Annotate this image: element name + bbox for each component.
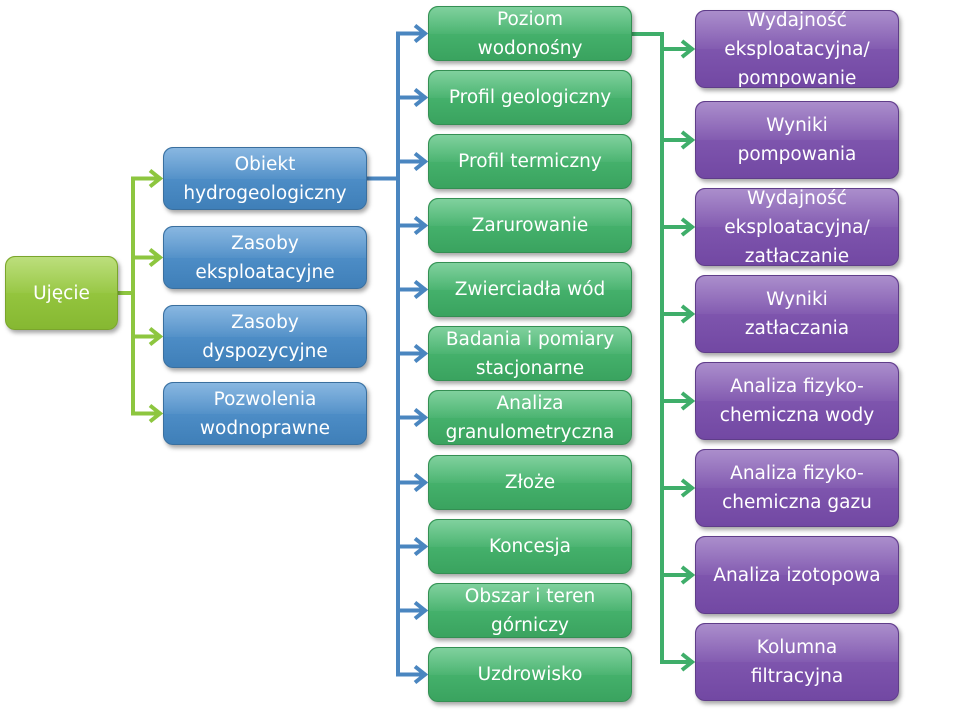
node-zloze[interactable]: Złoże: [428, 455, 632, 510]
arrowhead-icon: [413, 279, 429, 300]
arrowhead-icon: [413, 343, 429, 364]
arrowhead-icon: [680, 391, 696, 411]
node-label: Analiza izotopowa: [713, 564, 881, 586]
arrowhead-icon: [148, 403, 164, 424]
arrowhead-icon: [148, 326, 164, 347]
arrowhead-icon: [680, 217, 696, 237]
node-badania-i-pomiary[interactable]: Badania i pomiary stacjonarne: [428, 326, 632, 381]
arrowhead-icon: [148, 247, 164, 268]
node-poziom-wodonosny[interactable]: Poziom wodonośny: [428, 6, 632, 61]
node-analiza-fizyko-chemiczna-gazu[interactable]: Analiza fizyko- chemiczna gazu: [695, 449, 899, 527]
root-node-label: Ujęcie: [33, 282, 90, 304]
root-node-ujecie[interactable]: Ujęcie: [5, 256, 118, 330]
node-zwierciadla-wod[interactable]: Zwierciadła wód: [428, 262, 632, 317]
arrowhead-icon: [413, 23, 429, 44]
node-label: Wydajność eksploatacyjna/ pompowanie: [724, 10, 870, 88]
node-label: Analiza fizyko- chemiczna gazu: [722, 463, 872, 513]
node-uzdrowisko[interactable]: Uzdrowisko: [428, 647, 632, 702]
node-label: Poziom wodonośny: [477, 8, 583, 59]
node-pozwolenia-wodnoprawne[interactable]: Pozwolenia wodnoprawne: [163, 382, 367, 445]
arrowhead-icon: [413, 536, 429, 557]
node-label: Złoże: [504, 472, 556, 493]
node-label: Zarurowanie: [471, 215, 589, 236]
node-label: Kolumna filtracyjna: [750, 637, 844, 687]
node-analiza-fizyko-chemiczna-wody[interactable]: Analiza fizyko- chemiczna wody: [695, 362, 899, 440]
arrowhead-icon: [148, 168, 164, 189]
node-label: Pozwolenia wodnoprawne: [199, 388, 331, 439]
node-zasoby-eksploatacyjne[interactable]: Zasoby eksploatacyjne: [163, 226, 367, 289]
node-label: Wydajność eksploatacyjna/ zatłaczanie: [724, 188, 870, 266]
node-label: Analiza fizyko- chemiczna wody: [719, 376, 875, 426]
arrowhead-icon: [413, 151, 429, 172]
arrowhead-icon: [413, 472, 429, 493]
node-analiza-granulometryczna[interactable]: Analiza granulometryczna: [428, 390, 632, 445]
node-label: Zwierciadła wód: [454, 279, 606, 300]
node-kolumna-filtracyjna[interactable]: Kolumna filtracyjna: [695, 623, 899, 701]
node-wyniki-zatlaczania[interactable]: Wyniki zatłaczania: [695, 275, 899, 353]
arrowhead-icon: [413, 407, 429, 428]
node-obszar-i-teren-gorniczy[interactable]: Obszar i teren górniczy: [428, 583, 632, 638]
node-wydajnosc-zatlaczanie[interactable]: Wydajność eksploatacyjna/ zatłaczanie: [695, 188, 899, 266]
arrowhead-icon: [680, 478, 696, 498]
node-label: Zasoby eksploatacyjne: [195, 232, 335, 283]
arrowhead-icon: [680, 130, 696, 150]
arrowhead-icon: [413, 215, 429, 236]
node-profil-termiczny[interactable]: Profil termiczny: [428, 134, 632, 189]
arrowhead-icon: [413, 600, 429, 621]
node-zarurowanie[interactable]: Zarurowanie: [428, 198, 632, 253]
node-koncesja[interactable]: Koncesja: [428, 519, 632, 574]
node-wydajnosc-pompowanie[interactable]: Wydajność eksploatacyjna/ pompowanie: [695, 10, 899, 88]
arrowhead-icon: [413, 87, 429, 108]
node-label: Profil geologiczny: [448, 87, 612, 108]
node-zasoby-dyspozycyjne[interactable]: Zasoby dyspozycyjne: [163, 305, 367, 368]
node-label: Wyniki pompowania: [737, 115, 857, 165]
node-profil-geologiczny[interactable]: Profil geologiczny: [428, 70, 632, 125]
arrowhead-icon: [680, 39, 696, 59]
arrowhead-icon: [680, 565, 696, 585]
node-obiekt-hydrogeologiczny[interactable]: Obiekt hydrogeologiczny: [163, 147, 367, 210]
node-label: Uzdrowisko: [477, 664, 583, 685]
arrowhead-icon: [680, 652, 696, 672]
node-label: Obiekt hydrogeologiczny: [183, 153, 347, 204]
node-label: Obszar i teren górniczy: [464, 585, 596, 636]
node-label: Koncesja: [489, 536, 571, 557]
node-wyniki-pompowania[interactable]: Wyniki pompowania: [695, 101, 899, 179]
node-analiza-izotopowa[interactable]: Analiza izotopowa: [695, 536, 899, 614]
node-label: Badania i pomiary stacjonarne: [445, 328, 615, 379]
node-label: Wyniki zatłaczania: [744, 289, 850, 339]
arrowhead-icon: [413, 664, 429, 685]
node-label: Profil termiczny: [458, 151, 602, 172]
arrowhead-icon: [680, 304, 696, 324]
node-label: Analiza granulometryczna: [445, 392, 615, 443]
node-label: Zasoby dyspozycyjne: [202, 311, 328, 362]
